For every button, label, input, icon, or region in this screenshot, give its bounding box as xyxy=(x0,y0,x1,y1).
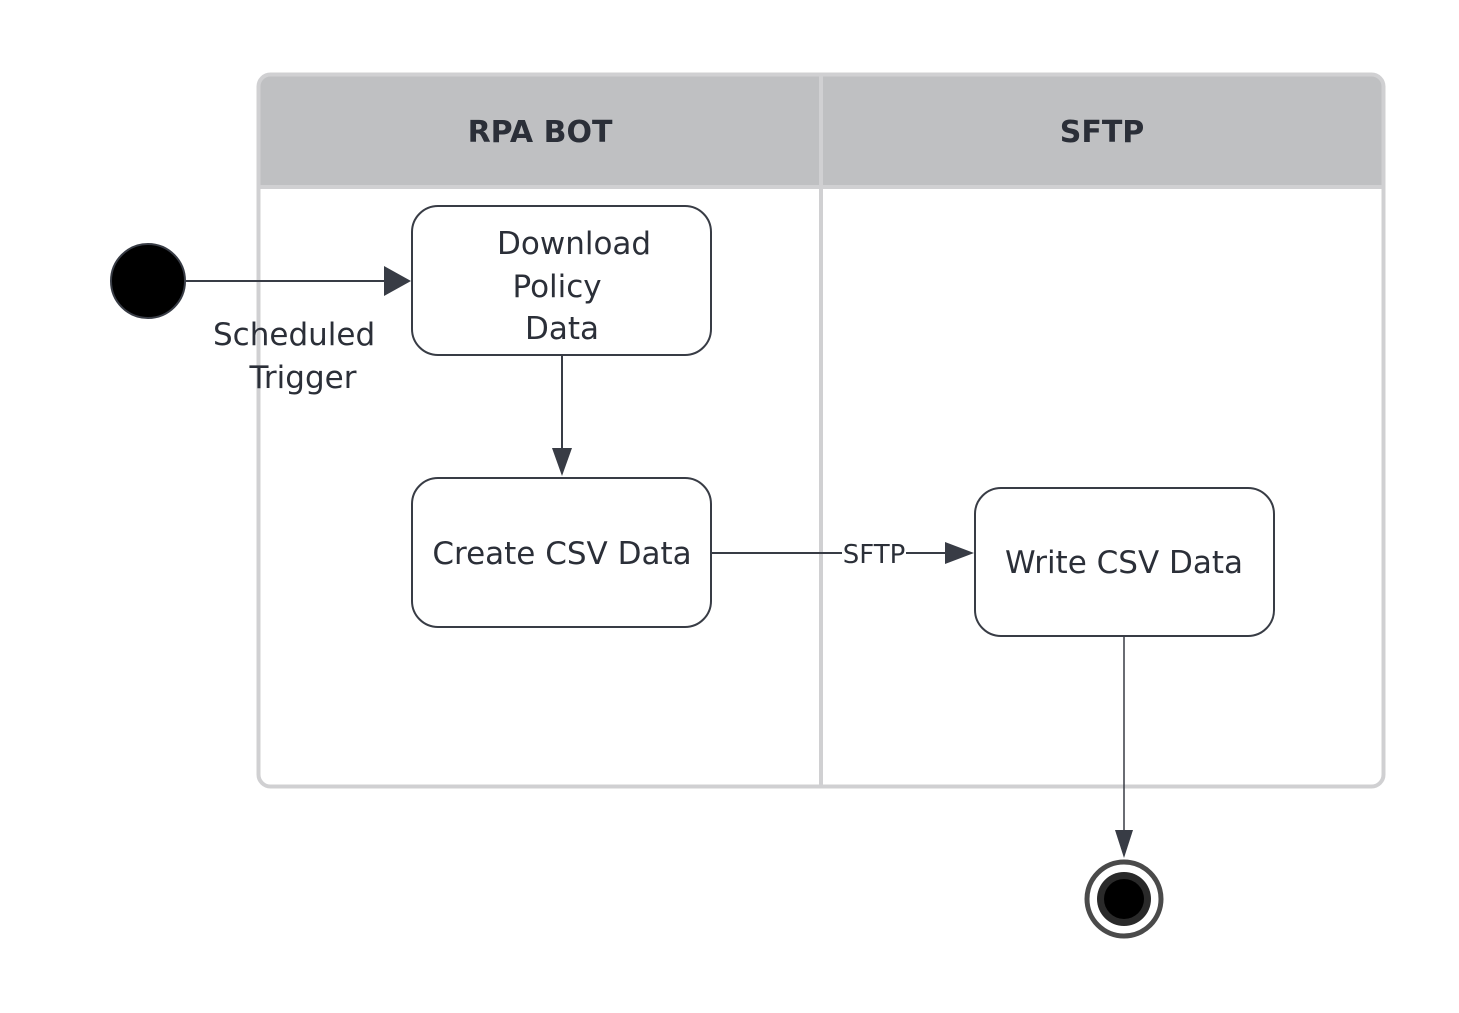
edge-write-to-end[interactable] xyxy=(1115,637,1133,858)
edge-create-to-write[interactable] xyxy=(712,542,974,564)
edge-label-scheduled-trigger: Scheduled Trigger xyxy=(213,317,385,396)
node-write-csv-data[interactable]: Write CSV Data xyxy=(974,487,1275,637)
arrowhead-icon xyxy=(552,448,572,476)
swimlane-pool: RPA BOT SFTP xyxy=(256,72,1386,789)
lane-title-rpa-bot: RPA BOT xyxy=(468,115,613,150)
node-create-csv-data[interactable]: Create CSV Data xyxy=(411,477,712,628)
start-node[interactable] xyxy=(110,243,186,319)
arrowhead-icon xyxy=(384,266,411,296)
arrowhead-icon xyxy=(1115,830,1133,858)
end-node[interactable] xyxy=(1084,859,1164,939)
node-write-csv-label: Write CSV Data xyxy=(1005,545,1243,581)
node-download-policy-data[interactable]: Download Policy Data xyxy=(411,205,712,356)
node-create-csv-label: Create CSV Data xyxy=(432,536,691,572)
arrowhead-icon xyxy=(945,542,974,564)
edge-download-to-create[interactable] xyxy=(552,356,572,476)
node-download-label: Download Policy Data xyxy=(497,226,661,347)
edge-start-to-download[interactable] xyxy=(186,266,411,296)
lane-title-sftp: SFTP xyxy=(1060,115,1145,150)
edge-label-sftp: SFTP xyxy=(843,540,906,570)
